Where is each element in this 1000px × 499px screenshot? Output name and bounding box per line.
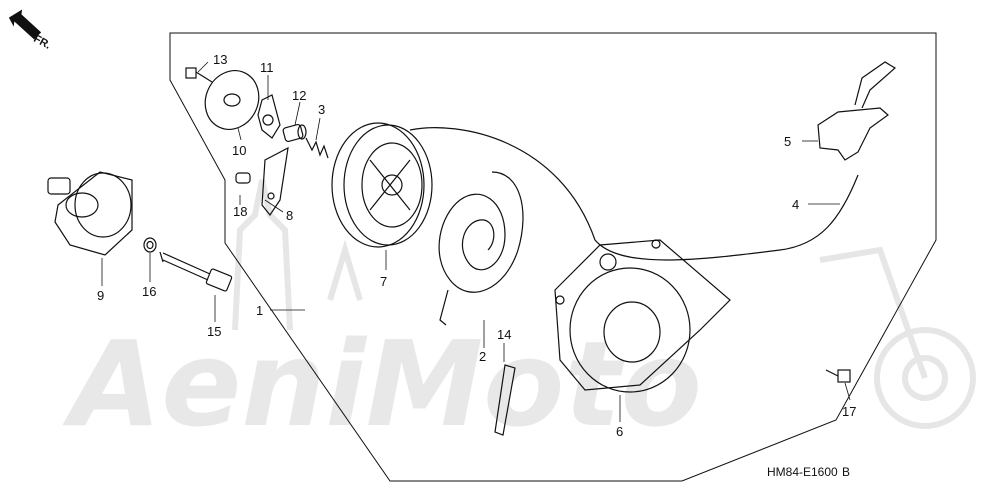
callout-12: 12	[292, 88, 306, 103]
callout-15: 15	[207, 324, 221, 339]
part-code: HM84-E1600 B	[767, 465, 850, 479]
part-18-pin	[235, 172, 251, 184]
part-15-bolt	[159, 251, 233, 292]
callout-13: 13	[213, 52, 227, 67]
assembly-boundary	[169, 32, 937, 482]
part-17-bolt	[825, 369, 851, 383]
callout-5: 5	[784, 134, 791, 149]
part-6-starter-case	[554, 239, 731, 393]
part-2-spiral-spring	[438, 171, 524, 326]
callout-labels: 13 11 12 3 10 18 8 7 5 4 1 9 16 15 2 14 …	[97, 52, 856, 439]
part-11-friction-plate	[257, 94, 281, 139]
callout-10: 10	[232, 143, 246, 158]
part-13-bolt	[185, 67, 213, 83]
callout-16: 16	[142, 284, 156, 299]
part-14-rope-guide	[494, 364, 516, 436]
watermark-text: AeniMoto	[62, 315, 702, 453]
part-code-text: HM84-E1600	[767, 465, 838, 479]
part-10-cover-plate	[204, 70, 260, 130]
part-5-starter-grip	[817, 61, 897, 161]
part-9-starter-pulley	[47, 171, 133, 256]
callout-8: 8	[286, 208, 293, 223]
front-arrow-icon: FR.	[8, 9, 53, 52]
callout-2: 2	[479, 349, 486, 364]
watermark: AeniMoto	[62, 179, 976, 453]
callout-17: 17	[842, 404, 856, 419]
callout-3: 3	[318, 102, 325, 117]
part-code-suffix: B	[842, 465, 850, 479]
callout-1: 1	[256, 303, 263, 318]
part-16-washer	[143, 237, 157, 253]
front-label: FR.	[31, 33, 52, 52]
callout-7: 7	[380, 274, 387, 289]
callout-11: 11	[260, 60, 274, 75]
callout-18: 18	[233, 204, 247, 219]
part-4-starter-rope	[409, 127, 859, 261]
part-7-starter-reel	[331, 122, 433, 248]
part-3-return-spring	[305, 137, 329, 159]
callout-4: 4	[792, 197, 799, 212]
part-8-ratchet	[261, 146, 289, 217]
callout-9: 9	[97, 288, 104, 303]
leader-lines	[101, 61, 851, 422]
callout-14: 14	[497, 327, 511, 342]
callout-6: 6	[616, 424, 623, 439]
part-12-collar	[282, 123, 307, 143]
